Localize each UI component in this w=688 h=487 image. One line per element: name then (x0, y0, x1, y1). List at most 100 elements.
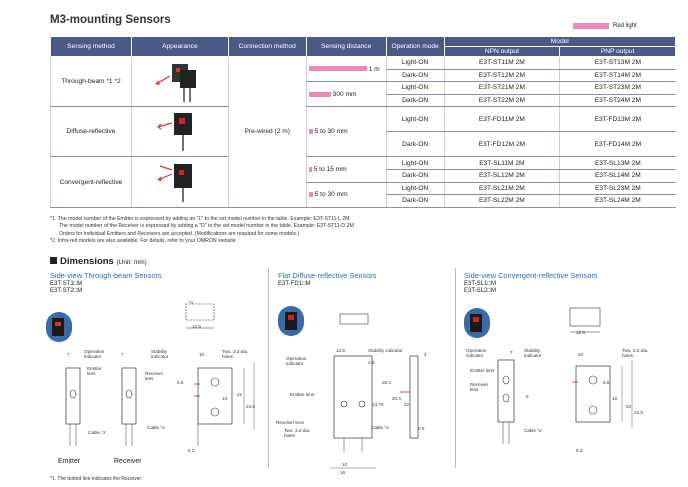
col3-models: E3T-SL1□M E3T-SL2□M (464, 281, 496, 294)
dim-10-3: 10 (578, 352, 584, 357)
mode-cell: Dark-ON (385, 69, 445, 83)
appearance-through-beam (130, 56, 229, 108)
legend: Red light (573, 22, 661, 30)
mode-cell: Dark-ON (385, 194, 445, 208)
label-emitter-lens: Emitter lens (87, 366, 102, 376)
mode-cell: Dark-ON (385, 131, 445, 158)
note-1c: Orders for individual Emitters and Recei… (59, 230, 300, 237)
distance-bar (308, 191, 313, 197)
page-title: M3-mounting Sensors (50, 14, 171, 26)
table-row: 300 mm Light-ON E3T-ST21M 2M E3T-ST23M 2… (51, 81, 676, 108)
label-emitter-lens-3: Emitter lens (470, 368, 495, 373)
column-divider-2 (455, 268, 456, 468)
col2-models: E3T-FD1□M (278, 281, 311, 287)
mode-cell: Light-ON (385, 156, 445, 170)
npn-model-cell: E3T-SL11M 2M (443, 156, 560, 170)
dim-24-5: 24.5 (246, 404, 255, 409)
dim-7a: 7 (67, 352, 70, 357)
header-sensing-distance: Sensing distance (305, 36, 387, 57)
label-receiver-lens: Receiver lens (145, 371, 164, 381)
dim-22-3: 22 (626, 404, 632, 409)
dim-24-5-2: 24.5 (634, 410, 643, 415)
table-row: Convergent-reflective 5 to 15 mm Light-O… (50, 156, 676, 208)
npn-model-cell: E3T-SL21M 2M (443, 182, 560, 196)
footnote: *1. The dotted line indicates the Receiv… (50, 476, 143, 482)
npn-model-cell: E3T-ST22M 2M (443, 94, 560, 108)
method-through-beam: Through-beam *1 *2 (50, 56, 132, 108)
distance-5-15mm: 5 to 15 mm (305, 156, 387, 183)
distance-bar (308, 91, 331, 97)
label-emitter-lens-2: Emitter lens (290, 392, 315, 397)
dim-12-8-2: 12.8 (576, 330, 585, 335)
note-2: *2. Infra-red models are also available.… (50, 238, 238, 245)
dim-6-5: 6.5 (177, 380, 184, 385)
label-cable-2: Cable *2 (147, 425, 165, 430)
label-stability-indicator-3: Stability indicator (524, 348, 542, 358)
npn-model-cell: E3T-SL22M 2M (443, 194, 560, 208)
npn-model-cell: E3T-ST11M 2M (443, 56, 560, 70)
npn-model-cell: E3T-ST12M 2M (443, 69, 560, 83)
pnp-model-cell: E3T-SL23M 2M (559, 182, 676, 196)
label-receiver: Receiver (114, 458, 142, 465)
dim-5: 5 (526, 394, 529, 399)
method-convergent: Convergent-reflective (50, 156, 132, 208)
npn-model-cell: E3T-SL12M 2M (443, 169, 560, 183)
distance-bar (308, 129, 313, 135)
note-1: *1. The model number of the Emitter is e… (50, 216, 350, 222)
dim-7c: 7 (510, 350, 513, 355)
dim-16: 16 (340, 470, 346, 475)
dim-22-2: 22 (404, 402, 410, 407)
dim-12-8: 12.8 (192, 324, 201, 329)
connection-method: Pre-wired (2 m) (227, 56, 307, 208)
table-row: Dark-ON E3T-FD12M 2M E3T-FD14M 2M (51, 131, 676, 158)
table-row: Dark-ON E3T-SL22M 2M E3T-SL24M 2M (51, 194, 676, 208)
mode-cell: Light-ON (385, 56, 445, 70)
pnp-model-cell: E3T-FD13M 2M (559, 106, 676, 133)
dim-12-6: 12.6 (336, 348, 345, 353)
col2-title: Flat Diffuse-reflective Sensors (278, 271, 377, 280)
col3-title: Side-view Convergent-reflective Sensors (464, 271, 598, 280)
label-receiver-lens-3: Receiver lens (470, 382, 489, 392)
pnp-model-cell: E3T-FD14M 2M (559, 131, 676, 158)
distance-bar (308, 166, 312, 172)
dim-16-2: 16 (612, 396, 618, 401)
header-connection-method: Connection method (227, 36, 307, 57)
table-row: Dark-ON E3T-ST12M 2M E3T-ST14M 2M (51, 69, 676, 83)
through-beam-drawing (46, 303, 255, 446)
pnp-model-cell: E3T-ST13M 2M (559, 56, 676, 70)
mode-cell: Light-ON (385, 106, 445, 133)
mode-cell: Dark-ON (385, 94, 445, 108)
distance-1m: 1 m (305, 56, 387, 83)
dim-note-1: *1 (189, 300, 194, 305)
dim-6-3-2: 6.3 (576, 448, 583, 453)
dim-6-3: 6.3 (188, 448, 195, 453)
table-row: Dark-ON E3T-SL12M 2M E3T-SL14M 2M (51, 169, 676, 183)
label-stability-indicator-2: Stability indicator (368, 348, 403, 353)
pnp-model-cell: E3T-ST24M 2M (559, 94, 676, 108)
pnp-model-cell: E3T-SL13M 2M (559, 156, 676, 170)
dim-14-75: 14.75 (372, 402, 384, 407)
table-row: Dark-ON E3T-ST22M 2M E3T-ST24M 2M (51, 94, 676, 108)
pnp-model-cell: E3T-SL24M 2M (559, 194, 676, 208)
distance-5-30mm-b: 5 to 30 mm (305, 182, 387, 208)
appearance-diffuse (130, 106, 229, 158)
flat-diffuse-drawing (278, 306, 419, 469)
header-operation-mode: Operation mode (385, 36, 445, 57)
convergent-drawing (464, 307, 633, 444)
label-operation-indicator-3: Operation indicator (466, 348, 487, 358)
col1-title: Side-view Through-beam Sensors (50, 271, 162, 280)
legend-label: Red light (613, 23, 637, 29)
label-cable-3: Cable *2 (371, 425, 389, 430)
dim-10: 10 (199, 352, 205, 357)
mode-cell: Light-ON (385, 81, 445, 95)
dim-2-5: 2.5 (368, 360, 375, 365)
header-appearance: Appearance (130, 36, 229, 57)
dim-22: 22 (237, 392, 243, 397)
table-row: Through-beam *1 *2 Pre-wired (2 m) 1 m L… (50, 56, 676, 208)
label-stability-indicator: Stability indicator (151, 349, 169, 359)
dim-20-4b: 20.4 (392, 396, 401, 401)
distance-300mm: 300 mm (305, 81, 387, 108)
dim-10-2: 10 (342, 462, 348, 467)
table-row: 5 to 30 mm Light-ON E3T-SL21M 2M E3T-SL2… (51, 182, 676, 208)
label-receiver-lens-2: Receiver lens (276, 420, 304, 425)
